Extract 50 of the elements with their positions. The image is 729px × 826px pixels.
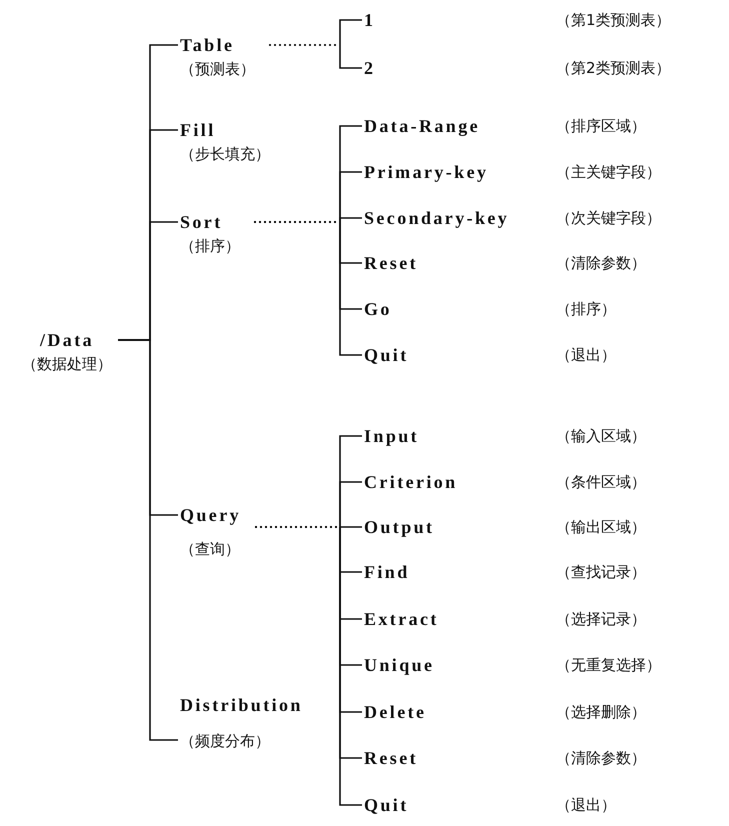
command-description: （选择删除） — [556, 702, 646, 723]
command-description: （退出） — [556, 345, 616, 366]
dotted-connector — [254, 221, 362, 356]
menu-command: Distribution — [180, 694, 303, 717]
command-description: （排序） — [556, 299, 616, 320]
command-description: （排序） — [180, 236, 240, 257]
menu-command: Quit — [364, 794, 410, 817]
menu-command: 2 — [364, 57, 376, 80]
command-description: （退出） — [556, 795, 616, 816]
menu-command: Data-Range — [364, 115, 481, 138]
command-description: （排序区域） — [556, 116, 646, 137]
menu-command: Sort — [180, 211, 224, 234]
menu-command: Secondary-key — [364, 207, 510, 230]
command-description: （预测表） — [180, 59, 255, 80]
command-description: （清除参数） — [556, 748, 646, 769]
command-description: （第1类预测表） — [556, 10, 671, 31]
command-description: （主关键字段） — [556, 162, 661, 183]
menu-command: Delete — [364, 701, 428, 724]
menu-command: Criterion — [364, 471, 459, 494]
menu-command: Quit — [364, 344, 410, 367]
command-description: （次关键字段） — [556, 208, 661, 229]
command-description: （输入区域） — [556, 426, 646, 447]
command-description: （查询） — [180, 539, 241, 560]
menu-command: Find — [364, 561, 411, 584]
menu-command: Query — [180, 504, 241, 527]
menu-command: Input — [364, 425, 420, 448]
command-description: （步长填充） — [180, 144, 270, 165]
dotted-connector — [255, 526, 362, 806]
menu-command: /Data — [39, 329, 95, 352]
menu-command: Output — [364, 516, 436, 539]
command-description: （输出区域） — [556, 517, 646, 538]
menu-command: Extract — [364, 608, 440, 631]
command-description: （条件区域） — [556, 472, 646, 493]
bracket-connector — [118, 339, 178, 741]
command-description: （第2类预测表） — [556, 58, 671, 79]
command-description: （选择记录） — [556, 609, 646, 630]
command-description: （无重复选择） — [556, 655, 661, 676]
command-description: （数据处理） — [22, 354, 112, 375]
menu-command: 1 — [364, 9, 376, 32]
dotted-connector — [269, 44, 362, 69]
command-description: （查找记录） — [556, 562, 646, 583]
command-description: （清除参数） — [556, 253, 646, 274]
menu-command: Reset — [364, 747, 419, 770]
menu-command: Primary-key — [364, 161, 490, 184]
menu-command: Go — [364, 298, 393, 321]
menu-command: Reset — [364, 252, 419, 275]
command-description: （频度分布） — [180, 731, 271, 752]
menu-command: Unique — [364, 654, 436, 677]
menu-command: Table — [180, 34, 236, 57]
menu-command: Fill — [180, 119, 217, 142]
